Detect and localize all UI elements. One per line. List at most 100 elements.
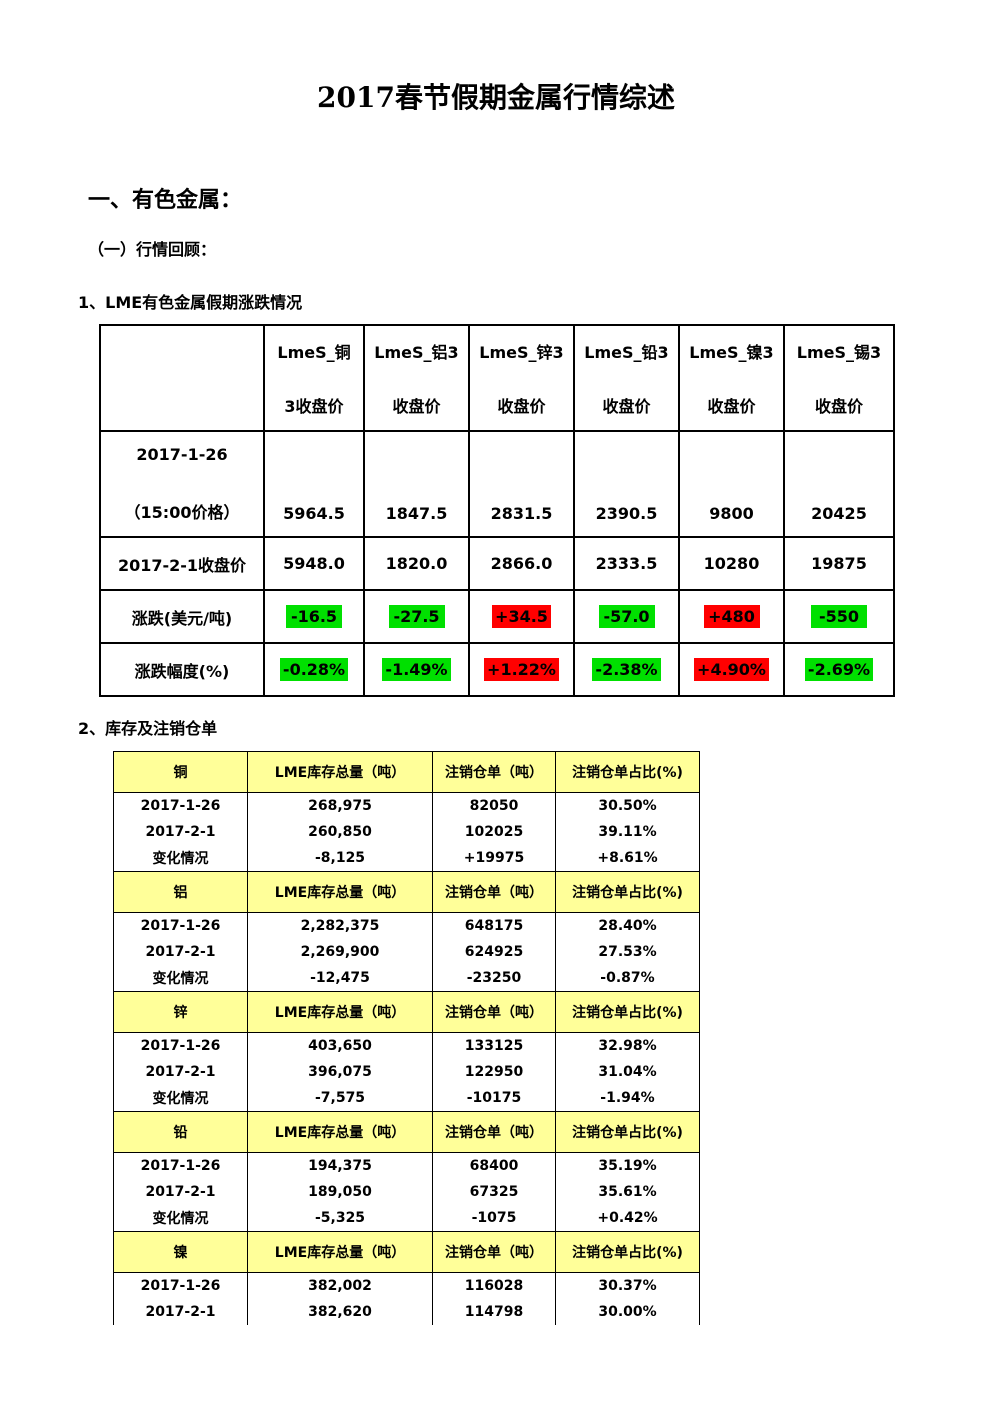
col-header-sub: 收盘价 [814, 397, 863, 416]
stock-cell: -1.94% [555, 1085, 700, 1112]
item2-heading: 2、库存及注销仓单 [78, 719, 218, 738]
stock-row-label: 2017-1-26 [113, 1272, 248, 1299]
price-cell: 1820.0 [363, 536, 470, 591]
price-cell: 10280 [678, 536, 785, 591]
stock-cell: 30.50% [555, 792, 700, 819]
stock-row-label: 2017-1-26 [113, 792, 248, 819]
price-cell: 2333.5 [573, 536, 680, 591]
pct-badge: -2.38% [592, 658, 661, 681]
stock-cell: 30.37% [555, 1272, 700, 1299]
col-header: LmeS_铜 [277, 343, 351, 362]
stock-col-header: LME库存总量（吨） [247, 1111, 433, 1153]
col-header-sub: 3收盘价 [284, 397, 344, 416]
stock-cell: 32.98% [555, 1032, 700, 1059]
pct-badge: -1.49% [382, 658, 451, 681]
stock-cell: 268,975 [247, 792, 433, 819]
stock-cell: -7,575 [247, 1085, 433, 1112]
stock-cell: 382,002 [247, 1272, 433, 1299]
stock-row: 变化情况-5,325-1075+0.42% [113, 1205, 700, 1232]
stock-cell: 624925 [432, 939, 556, 965]
col-header-sub: 收盘价 [497, 397, 546, 416]
col-header: LmeS_锡3 [796, 343, 882, 362]
stock-cell: -8,125 [247, 845, 433, 872]
stock-cell: 82050 [432, 792, 556, 819]
stock-col-header: 注销仓单（吨） [432, 991, 556, 1033]
section-heading: 一、有色金属： [88, 188, 243, 213]
stock-row-label: 2017-2-1 [113, 819, 248, 845]
stock-cell: -0.87% [555, 965, 700, 992]
stock-cell: -10175 [432, 1085, 556, 1112]
empty-corner-cell [99, 324, 265, 432]
stock-col-header: 注销仓单（吨） [432, 751, 556, 793]
row-label: 2017-1-26 [136, 445, 228, 464]
change-row: 涨跌(美元/吨) -16.5 -27.5 +34.5 -57.0 +480 -5… [99, 589, 895, 644]
stock-col-header: 注销仓单（吨） [432, 1231, 556, 1273]
stock-row-label: 2017-2-1 [113, 939, 248, 965]
stock-cell: 2,269,900 [247, 939, 433, 965]
stock-cell: +0.42% [555, 1205, 700, 1232]
stock-cell: 122950 [432, 1059, 556, 1085]
change-badge: -550 [811, 605, 867, 628]
stock-cell: 35.61% [555, 1179, 700, 1205]
price-cell: 2866.0 [468, 536, 575, 591]
stock-cell: 194,375 [247, 1152, 433, 1179]
stock-row-label: 变化情况 [113, 1085, 248, 1112]
stock-cell: 102025 [432, 819, 556, 845]
stock-row: 变化情况-12,475-23250-0.87% [113, 965, 700, 992]
col-header: LmeS_铅3 [584, 343, 669, 362]
stock-cell: 28.40% [555, 912, 700, 939]
change-badge: +34.5 [492, 605, 551, 628]
stock-cell: 403,650 [247, 1032, 433, 1059]
stock-row-label: 2017-1-26 [113, 1032, 248, 1059]
stock-cell: 68400 [432, 1152, 556, 1179]
subsection-heading: （一）行情回顾： [88, 240, 217, 259]
stock-row: 变化情况-8,125+19975+8.61% [113, 845, 700, 872]
stock-row-label: 变化情况 [113, 965, 248, 992]
stock-cell: 133125 [432, 1032, 556, 1059]
stock-col-header: 注销仓单占比(%) [555, 1231, 700, 1273]
stock-cell: -1075 [432, 1205, 556, 1232]
stock-col-header: LME库存总量（吨） [247, 871, 433, 913]
stock-cell: 30.00% [555, 1299, 700, 1325]
change-badge: -27.5 [388, 605, 445, 628]
price-cell: 20425 [811, 504, 867, 523]
stock-cell: 189,050 [247, 1179, 433, 1205]
row-label-sub: （15:00价格） [124, 503, 240, 522]
stock-cell: 2,282,375 [247, 912, 433, 939]
col-header-sub: 收盘价 [392, 397, 441, 416]
page-title: 2017春节假期金属行情综述 [317, 81, 675, 114]
price-cell: 19875 [783, 536, 895, 591]
stock-row-label: 2017-1-26 [113, 1152, 248, 1179]
stock-row: 变化情况-7,575-10175-1.94% [113, 1085, 700, 1112]
price-cell: 9800 [709, 504, 754, 523]
col-header-sub: 收盘价 [602, 397, 651, 416]
pct-badge: +1.22% [484, 658, 559, 681]
stock-row-label: 2017-2-1 [113, 1179, 248, 1205]
stock-cell: -5,325 [247, 1205, 433, 1232]
col-header: LmeS_镍3 [689, 343, 774, 362]
stock-row-label: 变化情况 [113, 1205, 248, 1232]
pct-badge: -2.69% [804, 658, 874, 681]
stock-cell: 396,075 [247, 1059, 433, 1085]
metal-name: 铅 [113, 1111, 248, 1153]
stock-cell: +8.61% [555, 845, 700, 872]
metal-name: 铝 [113, 871, 248, 913]
col-header: LmeS_锌3 [479, 343, 564, 362]
metal-name: 锌 [113, 991, 248, 1033]
stock-col-header: 注销仓单（吨） [432, 1111, 556, 1153]
stock-cell: -23250 [432, 965, 556, 992]
stock-cell: +19975 [432, 845, 556, 872]
stock-cell: 39.11% [555, 819, 700, 845]
stock-col-header: LME库存总量（吨） [247, 1231, 433, 1273]
stock-cell: 35.19% [555, 1152, 700, 1179]
stock-col-header: 注销仓单占比(%) [555, 1111, 700, 1153]
stock-cell: 260,850 [247, 819, 433, 845]
